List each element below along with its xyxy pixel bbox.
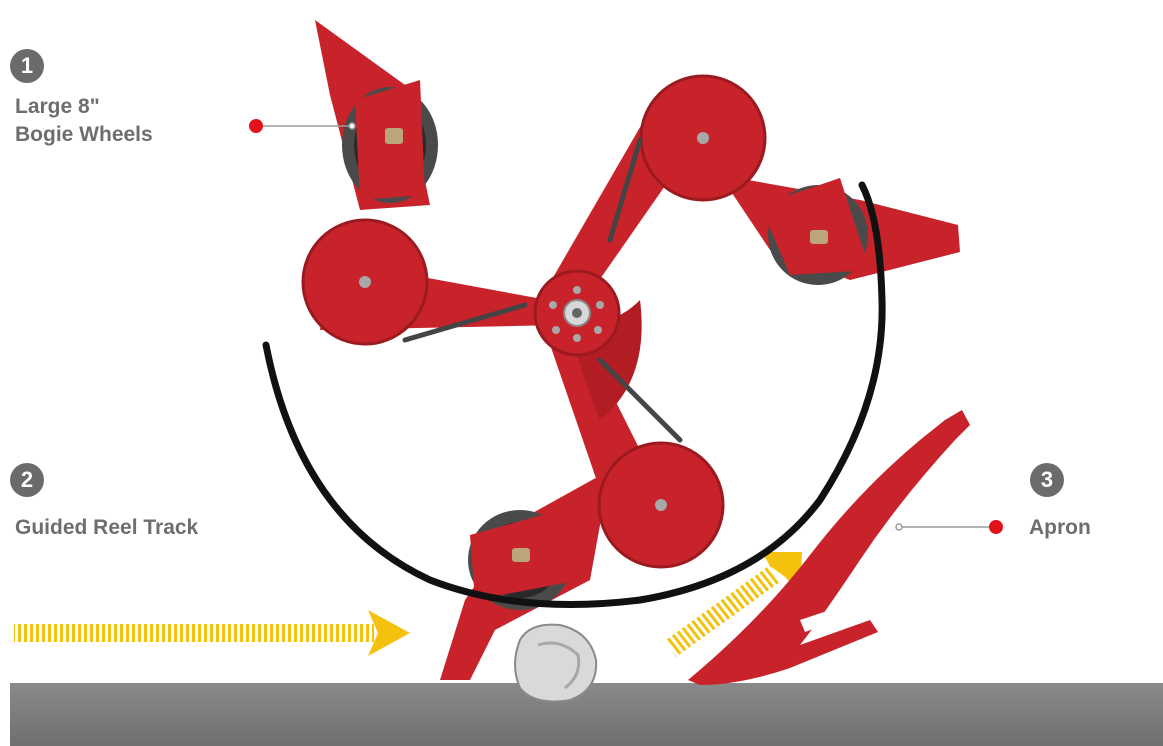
reel-assembly [303,20,960,680]
callout-label-apron: Apron [1029,514,1091,542]
callout-number-1: 1 [10,49,44,83]
rock [515,625,596,702]
callout-number-2: 2 [10,463,44,497]
callout-label-bogie-wheels: Large 8" Bogie Wheels [15,93,153,149]
callout-marker-1 [249,119,263,133]
ground [10,683,1163,746]
callout-number-3: 3 [1030,463,1064,497]
callout-marker-3 [989,520,1003,534]
callout-label-line: Bogie Wheels [15,121,153,149]
apron [688,410,970,685]
callout-label-line: Large 8" [15,93,153,121]
callout-label-guided-reel-track: Guided Reel Track [15,514,198,542]
forward-motion-arrow [14,610,410,656]
